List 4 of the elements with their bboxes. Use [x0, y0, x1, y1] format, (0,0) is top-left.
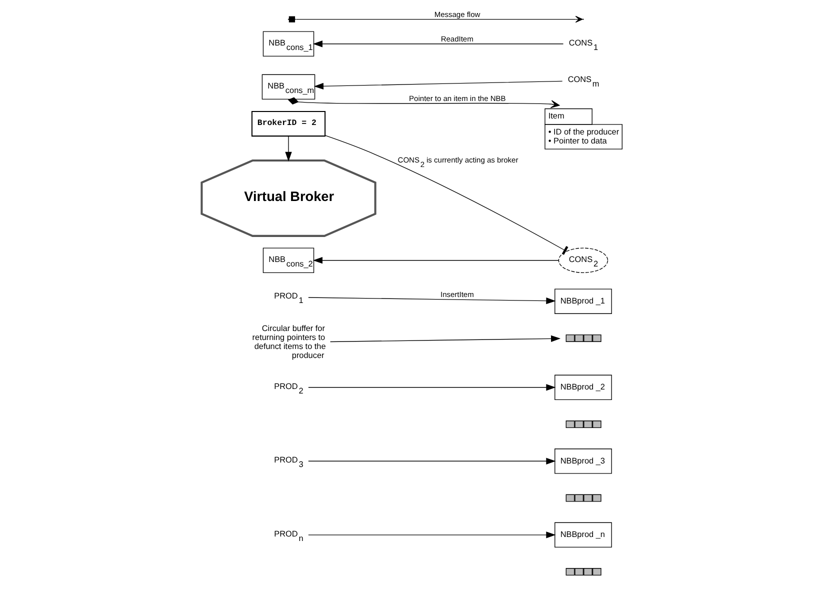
legend-label: Message flow [434, 10, 480, 20]
edge-label: ReadItem [440, 34, 473, 44]
edge-label: Pointer to an item in the NBB [408, 94, 506, 104]
edge-label: InsertItem [440, 290, 474, 300]
